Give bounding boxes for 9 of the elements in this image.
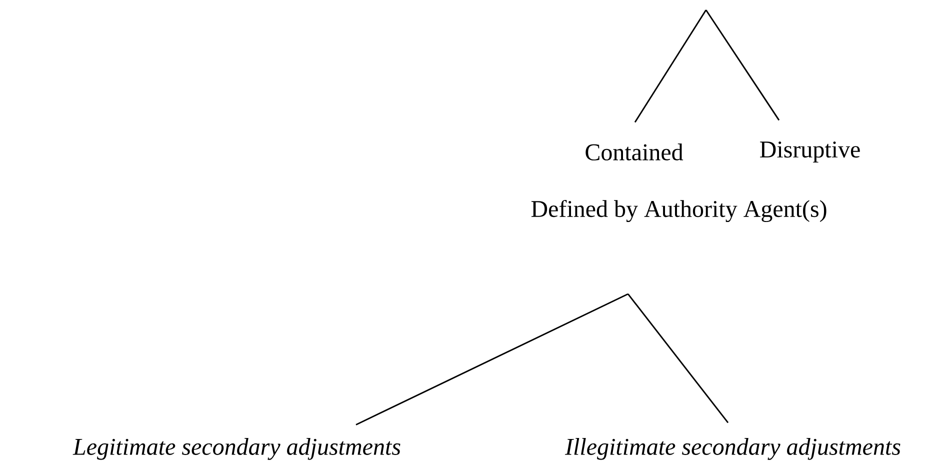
tree-label: Contained bbox=[586, 144, 684, 160]
tree-label: Legitimate secondary adjustments bbox=[72, 438, 400, 460]
branch-line bbox=[356, 293, 628, 426]
branch-line bbox=[634, 10, 707, 123]
tree-label: Illegitimate secondary adjustments bbox=[564, 438, 900, 460]
tree-label: Disruptive bbox=[760, 142, 860, 162]
branch-line bbox=[627, 294, 729, 424]
branch-line bbox=[705, 10, 780, 121]
tree-label: Defined by Authority Agent(s) bbox=[531, 200, 826, 222]
